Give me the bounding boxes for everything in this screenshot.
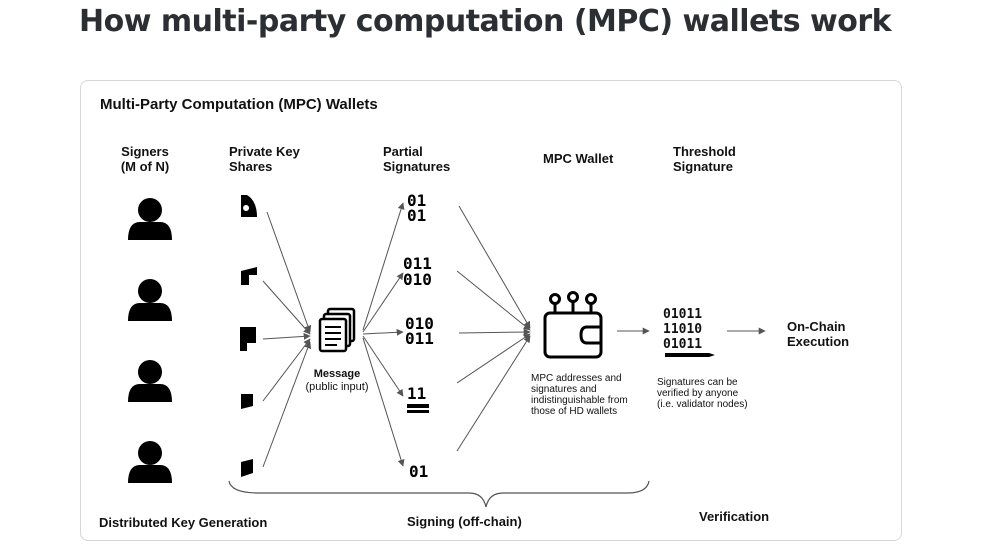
header-threshold-line1: Threshold xyxy=(673,144,736,159)
header-mpc-wallet: MPC Wallet xyxy=(543,151,614,166)
wallet-note-line3: indistinguishable from xyxy=(531,395,628,406)
partial-signature-4-row1: 11 xyxy=(407,384,426,403)
header-partial-line1: Partial xyxy=(383,144,423,159)
phase-signing: Signing (off-chain) xyxy=(407,514,522,529)
partial-signature-1-row1: 01 xyxy=(407,191,426,210)
header-threshold-signature: Threshold Signature xyxy=(673,144,736,174)
wallet-icon xyxy=(543,291,603,359)
partial-signature-4-pen-icon xyxy=(407,404,429,413)
wallet-note-line4: those of HD wallets xyxy=(531,406,618,417)
diagram-title: Multi-Party Computation (MPC) Wallets xyxy=(100,96,378,113)
partial-arrows xyxy=(456,205,531,452)
key-share-icon-3 xyxy=(240,327,256,351)
partial-signature-3-row2: 011 xyxy=(405,329,434,348)
wallet-note-line2: signatures and xyxy=(531,384,597,395)
signer-person-icon-2 xyxy=(128,279,172,321)
message-sublabel: (public input) xyxy=(305,381,369,393)
signer-person-icon-1 xyxy=(128,198,172,240)
header-signers-line1: Signers xyxy=(121,144,169,159)
threshold-note-line1: Signatures can be xyxy=(657,377,738,388)
mpc-flow-diagram: 01 01 011 010 010 011 11 01 xyxy=(128,191,766,508)
page-title: How multi-party computation (MPC) wallet… xyxy=(79,4,892,39)
signer-person-icon-3 xyxy=(128,360,172,402)
threshold-bits: 01011 11010 01011 xyxy=(663,307,702,352)
partial-signature-3-row1: 010 xyxy=(405,314,434,333)
threshold-note-line3: (i.e. validator nodes) xyxy=(657,399,748,410)
partial-signature-2-row1: 011 xyxy=(403,254,432,273)
share-arrows xyxy=(262,211,312,468)
partial-signatures: 01 01 011 010 010 011 11 01 xyxy=(403,191,434,481)
header-signers-line2: (M of N) xyxy=(120,159,170,174)
header-threshold-line2: Signature xyxy=(673,159,733,174)
signing-bracket xyxy=(228,480,650,508)
document-stack-icon xyxy=(318,307,356,353)
on-chain-line1: On-Chain xyxy=(787,319,846,334)
header-key-shares-line1: Private Key xyxy=(229,144,300,159)
header-partial-line2: Signatures xyxy=(383,159,451,174)
threshold-note-line2: verified by anyone xyxy=(657,388,739,399)
wallet-note: MPC addresses and signatures and indisti… xyxy=(531,373,628,417)
pen-icon xyxy=(665,353,715,357)
threshold-bits-row3: 01011 xyxy=(663,337,703,352)
on-chain-line2: Execution xyxy=(787,334,850,349)
message-arrows xyxy=(362,202,405,467)
threshold-note: Signatures can be verified by anyone (i.… xyxy=(657,377,748,410)
message-label: Message xyxy=(313,368,361,380)
wallet-note-line1: MPC addresses and xyxy=(531,373,622,384)
phase-verification: Verification xyxy=(699,509,770,524)
header-partial-signatures: Partial Signatures xyxy=(383,144,450,174)
phase-key-generation: Distributed Key Generation xyxy=(99,515,268,530)
signer-person-icon-4 xyxy=(128,441,172,483)
key-share-icon-1 xyxy=(241,195,257,217)
message-label-group: Message (public input) xyxy=(303,368,371,394)
partial-signature-2-row2: 010 xyxy=(403,270,432,289)
on-chain-execution: On-Chain Execution xyxy=(787,319,849,349)
header-key-shares-line2: Shares xyxy=(229,159,273,174)
partial-signature-1-row2: 01 xyxy=(407,206,426,225)
diagram-card: Multi-Party Computation (MPC) Wallets Si… xyxy=(80,80,902,541)
threshold-bits-row1: 01011 xyxy=(663,307,703,322)
key-share-icon-4 xyxy=(241,394,253,409)
threshold-bits-row2: 11010 xyxy=(663,322,703,337)
header-key-shares: Private Key Shares xyxy=(229,144,300,174)
key-share-icon-2 xyxy=(241,267,257,285)
header-signers: Signers (M of N) xyxy=(105,144,185,174)
partial-signature-5-row1: 01 xyxy=(409,462,428,481)
key-share-icon-5 xyxy=(241,459,253,477)
